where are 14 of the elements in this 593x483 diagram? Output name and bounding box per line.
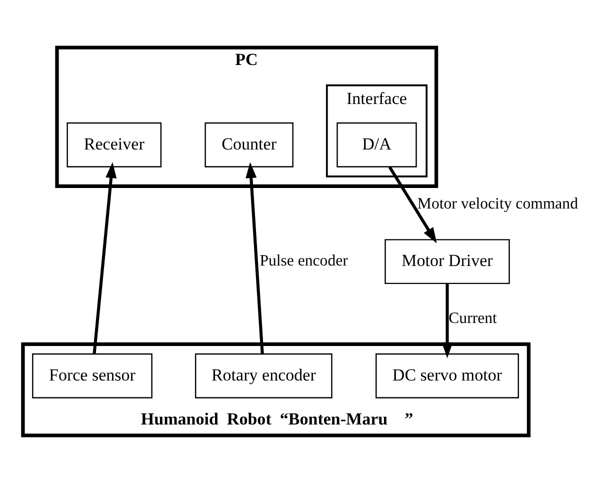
node-box: Force sensor: [32, 353, 152, 398]
node-box: DC servo motor: [376, 353, 519, 398]
node-box: Counter: [204, 122, 294, 168]
node-box: Motor Driver: [384, 239, 510, 284]
edge-label: Pulse encoder: [260, 252, 348, 270]
edge-label: Motor velocity command: [417, 196, 578, 213]
arrow: [388, 166, 437, 244]
node-box: D/A: [336, 122, 417, 168]
node-box: Receiver: [66, 122, 162, 168]
arrow: [246, 162, 264, 354]
edge-label: Current: [448, 310, 497, 327]
arrow: [442, 284, 453, 358]
node-box: Rotary encoder: [194, 353, 332, 398]
arrow: [92, 162, 117, 354]
